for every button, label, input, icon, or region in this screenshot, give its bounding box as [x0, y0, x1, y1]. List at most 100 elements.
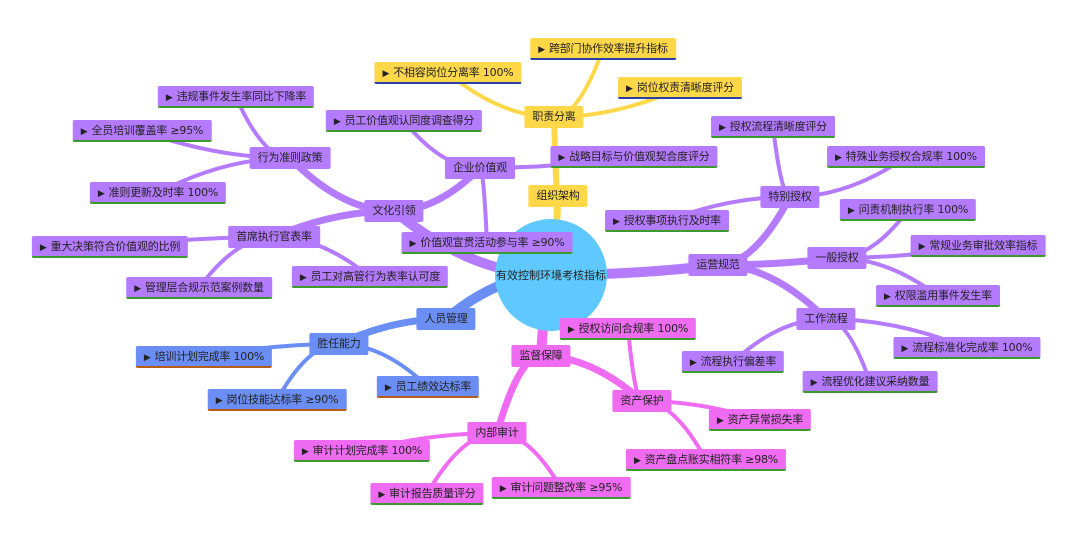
leaf-node-branches-ops-children-workflow-leaves-1[interactable]: ▶流程执行偏差率: [681, 351, 785, 373]
node-label: 价值观宣贯活动参与率 ≥90%: [420, 236, 565, 249]
leaf-node-branches-culture-children-value-leaves-2[interactable]: ▶价值观宣贯活动参与率 ≥90%: [401, 232, 573, 254]
node-label: 违规事件发生率同比下降率: [176, 90, 307, 103]
node-label: 授权流程清晰度评分: [729, 120, 827, 133]
node-label: 人员管理: [424, 312, 468, 325]
node-label: 全员培训覆盖率 ≥95%: [91, 124, 204, 137]
node-label: 职责分离: [532, 110, 576, 123]
node-label: 员工对高管行为表率认可度: [310, 270, 441, 283]
leaf-node-branches-ops-children-workflow-leaves-0[interactable]: ▶流程标准化完成率 100%: [893, 337, 1041, 359]
leaf-node-branches-supervision-children-audit-leaves-2[interactable]: ▶审计问题整改率 ≥95%: [491, 477, 631, 499]
leaf-node-branches-ops-children-general-leaves-0[interactable]: ▶问责机制执行率 100%: [839, 199, 977, 221]
play-arrow-icon: ▶: [567, 325, 575, 335]
play-arrow-icon: ▶: [39, 243, 47, 253]
node-label: 工作流程: [804, 312, 848, 325]
node-label: 准则更新及时率 100%: [108, 186, 219, 199]
leaf-node-branches-ops-children-special-leaves-2[interactable]: ▶授权事项执行及时率: [605, 210, 729, 232]
node-label: 审计问题整改率 ≥95%: [510, 481, 623, 494]
branch-node-branches-supervision-children-audit[interactable]: 内部审计: [467, 422, 527, 444]
leaf-node-branches-ops-children-general-leaves-2[interactable]: ▶权限滥用事件发生率: [876, 285, 1000, 307]
node-label: 组织架构: [536, 189, 580, 202]
branch-node-branches-ops-children-workflow[interactable]: 工作流程: [796, 308, 856, 330]
play-arrow-icon: ▶: [384, 383, 392, 393]
leaf-node-branches-culture-children-ceo-leaves-0[interactable]: ▶重大决策符合价值观的比例: [31, 236, 189, 258]
play-arrow-icon: ▶: [835, 153, 842, 163]
node-label: 企业价值观: [453, 161, 507, 174]
leaf-node-branches-supervision-children-asset-leaves-2[interactable]: ▶资产盘点账实相符率 ≥98%: [625, 449, 787, 471]
branch-node-branches-culture-children-value[interactable]: 企业价值观: [445, 157, 515, 179]
play-arrow-icon: ▶: [613, 217, 620, 227]
leaf-node-branches-supervision-children-audit-leaves-0[interactable]: ▶审计计划完成率 100%: [293, 440, 431, 462]
leaf-node-branches-culture-children-ceo-leaves-2[interactable]: ▶员工对高管行为表率认可度: [291, 266, 449, 288]
node-label: 员工价值观认同度调查得分: [344, 114, 475, 127]
play-arrow-icon: ▶: [378, 490, 386, 500]
play-arrow-icon: ▶: [165, 93, 173, 103]
play-arrow-icon: ▶: [299, 273, 307, 283]
leaf-node-branches-ops-children-special-leaves-1[interactable]: ▶特殊业务授权合规率 100%: [827, 146, 985, 168]
leaf-node-branches-ops-children-special-leaves-0[interactable]: ▶授权流程清晰度评分: [711, 116, 835, 138]
node-label: 文化引领: [372, 204, 416, 217]
node-label: 跨部门协作效率提升指标: [548, 42, 668, 55]
node-label: 问责机制执行率 100%: [858, 203, 969, 216]
leaf-node-branches-culture-children-conduct-leaves-0[interactable]: ▶违规事件发生率同比下降率: [157, 86, 315, 108]
play-arrow-icon: ▶: [558, 153, 566, 163]
leaf-node-branches-ops-children-workflow-leaves-2[interactable]: ▶流程优化建议采纳数量: [802, 371, 938, 393]
leaf-node-branches-culture-children-ceo-leaves-1[interactable]: ▶管理层合规示范案例数量: [126, 277, 272, 299]
play-arrow-icon: ▶: [847, 206, 855, 216]
node-label: 员工绩效达标率: [395, 380, 472, 393]
play-arrow-icon: ▶: [719, 123, 726, 133]
node-label: 特别授权: [768, 190, 812, 203]
node-label: 首席执行官表率: [236, 230, 312, 243]
play-arrow-icon: ▶: [918, 242, 926, 252]
branch-node-branches-ops-children-special[interactable]: 特别授权: [760, 186, 820, 208]
leaf-node-branches-org-children-duty-leaves-0[interactable]: ▶不相容岗位分离率 100%: [374, 62, 522, 84]
leaf-node-branches-culture-children-value-leaves-1[interactable]: ▶战略目标与价值观契合度评分: [550, 146, 718, 168]
leaf-node-branches-culture-children-conduct-leaves-1[interactable]: ▶全员培训覆盖率 ≥95%: [72, 120, 212, 142]
branch-node-branches-supervision[interactable]: 监督保障: [511, 345, 571, 367]
node-label: 授权访问合规率 100%: [578, 322, 689, 335]
node-label: 常规业务审批效率指标: [929, 239, 1038, 252]
branch-node-branches-supervision-children-asset[interactable]: 资产保护: [612, 390, 672, 412]
branch-node-branches-org-children-duty[interactable]: 职责分离: [524, 106, 584, 128]
play-arrow-icon: ▶: [333, 117, 341, 127]
branch-node-branches-ops-children-general[interactable]: 一般授权: [807, 247, 867, 269]
play-arrow-icon: ▶: [626, 84, 633, 94]
leaf-node-branches-hr-children-competence-leaves-1[interactable]: ▶岗位技能达标率 ≥90%: [207, 389, 347, 411]
branch-node-branches-culture[interactable]: 文化引领: [364, 200, 424, 222]
play-arrow-icon: ▶: [134, 284, 141, 294]
play-arrow-icon: ▶: [716, 416, 724, 426]
node-label: 岗位技能达标率 ≥90%: [226, 393, 339, 406]
node-label: 流程执行偏差率: [700, 355, 777, 368]
node-label: 内部审计: [475, 426, 519, 439]
node-label: 一般授权: [815, 251, 859, 264]
leaf-node-branches-culture-children-conduct-leaves-2[interactable]: ▶准则更新及时率 100%: [89, 182, 227, 204]
leaf-node-branches-ops-children-general-leaves-1[interactable]: ▶常规业务审批效率指标: [910, 235, 1046, 257]
node-label: 权限滥用事件发生率: [894, 289, 992, 302]
leaf-node-branches-org-children-duty-leaves-2[interactable]: ▶岗位权责清晰度评分: [618, 77, 742, 99]
leaf-node-branches-supervision-children-audit-leaves-1[interactable]: ▶审计报告质量评分: [370, 483, 484, 505]
node-label: 行为准则政策: [257, 151, 323, 164]
node-label: 流程优化建议采纳数量: [821, 375, 930, 388]
play-arrow-icon: ▶: [215, 396, 223, 406]
branch-node-branches-ops[interactable]: 运营规范: [688, 254, 748, 276]
branch-node-branches-culture-children-conduct[interactable]: 行为准则政策: [249, 147, 331, 169]
play-arrow-icon: ▶: [382, 69, 390, 79]
play-arrow-icon: ▶: [499, 484, 507, 494]
node-label: 运营规范: [696, 258, 740, 271]
branch-node-branches-culture-children-ceo[interactable]: 首席执行官表率: [228, 226, 320, 248]
node-label: 重大决策符合价值观的比例: [50, 240, 181, 253]
node-label: 不相容岗位分离率 100%: [393, 66, 514, 79]
leaf-node-branches-hr-children-competence-leaves-0[interactable]: ▶培训计划完成率 100%: [135, 346, 273, 368]
play-arrow-icon: ▶: [97, 189, 105, 199]
leaf-node-branches-hr-children-competence-leaves-2[interactable]: ▶员工绩效达标率: [376, 376, 480, 398]
leaf-node-branches-supervision-children-asset-leaves-1[interactable]: ▶资产异常损失率: [708, 409, 812, 431]
node-label: 流程标准化完成率 100%: [912, 341, 1033, 354]
branch-node-branches-org[interactable]: 组织架构: [528, 185, 588, 207]
leaf-node-branches-org-children-duty-leaves-1[interactable]: ▶跨部门协作效率提升指标: [530, 38, 676, 60]
branch-node-branches-hr[interactable]: 人员管理: [416, 308, 476, 330]
leaf-node-branches-supervision-children-asset-leaves-0[interactable]: ▶授权访问合规率 100%: [559, 318, 697, 340]
leaf-node-branches-culture-children-value-leaves-0[interactable]: ▶员工价值观认同度调查得分: [325, 110, 483, 132]
branch-node-branches-hr-children-competence[interactable]: 胜任能力: [309, 333, 369, 355]
node-label: 资产盘点账实相符率 ≥98%: [644, 453, 779, 466]
node-label: 胜任能力: [317, 337, 361, 350]
node-label: 资产异常损失率: [727, 413, 804, 426]
